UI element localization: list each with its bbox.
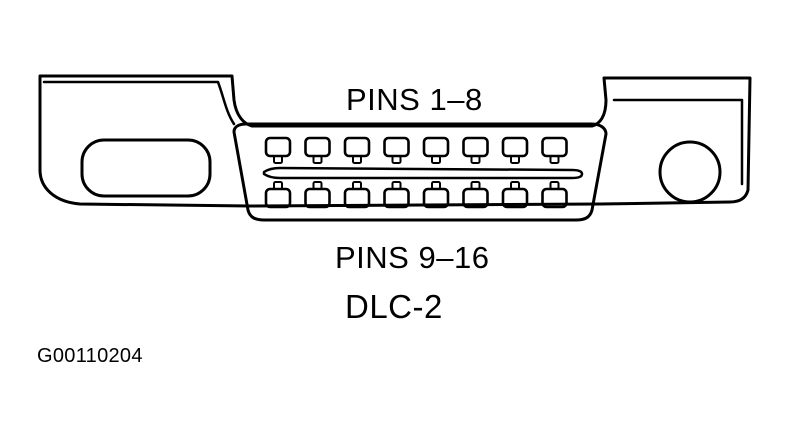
pin-8	[541, 136, 568, 164]
left-mounting-slot	[80, 138, 212, 198]
pin-4	[383, 136, 410, 164]
center-rib	[262, 166, 584, 180]
connector-face	[232, 122, 608, 222]
pin-15	[501, 181, 529, 209]
connector-name-label: DLC-2	[345, 288, 443, 325]
right-mounting-hole	[658, 140, 722, 204]
pin-12	[383, 181, 410, 209]
connector-housing	[38, 74, 752, 208]
pin-3	[343, 136, 371, 164]
pins-9-16-label: PINS 9–16	[335, 240, 490, 275]
pin-14	[462, 181, 489, 209]
pin-2	[304, 136, 331, 164]
figure-code: G00110204	[37, 345, 143, 367]
housing-inner-ledge-left	[42, 80, 236, 126]
pin-10	[304, 181, 331, 209]
pin-5	[422, 136, 450, 164]
pin-6	[462, 136, 489, 164]
pins-1-8-label: PINS 1–8	[346, 82, 483, 117]
pin-1	[264, 136, 292, 164]
pin-row-top	[264, 136, 568, 164]
pin-11	[343, 181, 371, 209]
pin-row-bottom	[264, 181, 568, 209]
pin-7	[501, 136, 529, 164]
housing-inner-ledge-right	[612, 98, 744, 186]
pin-13	[422, 181, 450, 209]
pin-16	[541, 181, 568, 209]
pin-9	[264, 181, 292, 209]
